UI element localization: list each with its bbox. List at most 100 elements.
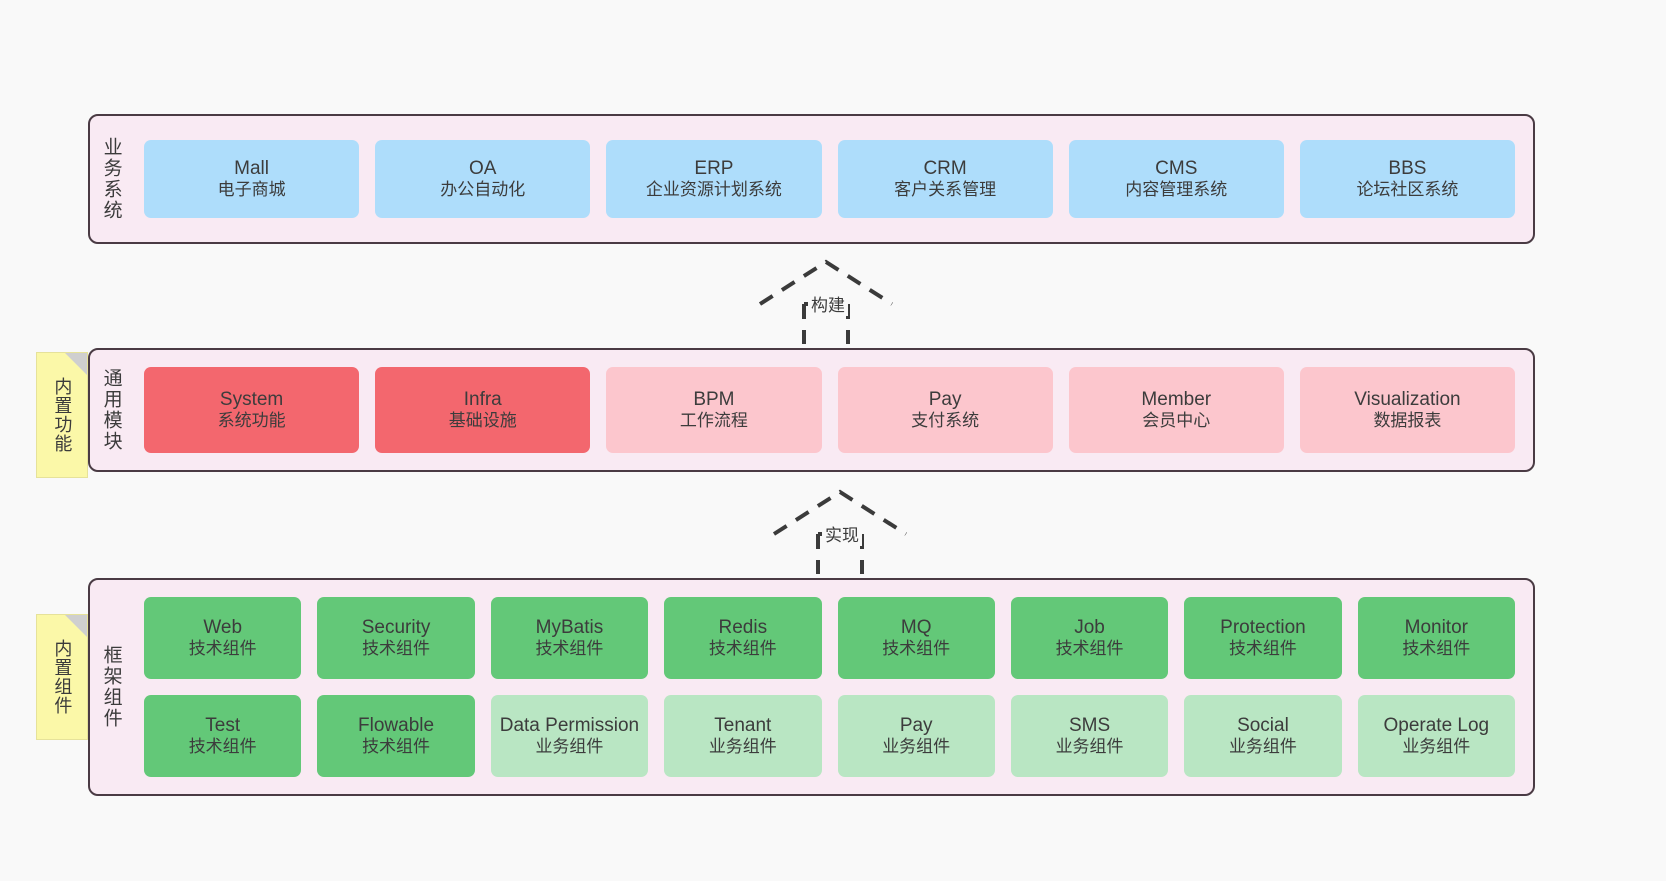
node-title: Pay [899, 715, 933, 737]
connector-implement-label: 实现 [822, 521, 862, 546]
module-node-bpm[interactable]: BPM 工作流程 [606, 367, 822, 453]
framework-node-row-2: Test 技术组件 Flowable 技术组件 Data Permission … [136, 695, 1523, 777]
layer-framework-components: 框架组件 Web 技术组件 Security 技术组件 MyBatis 技术组件 [88, 578, 1535, 796]
framework-node-tenant[interactable]: Tenant 业务组件 [664, 695, 822, 777]
node-title: Member [1141, 389, 1212, 411]
node-title: MQ [900, 617, 932, 639]
module-node-infra[interactable]: Infra 基础设施 [375, 367, 591, 453]
node-desc: 客户关系管理 [894, 180, 997, 200]
business-node-erp[interactable]: ERP 企业资源计划系统 [606, 140, 822, 218]
layer-body-framework-components: Web 技术组件 Security 技术组件 MyBatis 技术组件 Redi… [132, 580, 1533, 794]
layer-body-common-modules: System 系统功能 Infra 基础设施 BPM 工作流程 Pay 支付系统… [132, 350, 1533, 470]
node-desc: 业务组件 [1055, 737, 1124, 757]
framework-node-pay[interactable]: Pay 业务组件 [837, 695, 995, 777]
business-node-cms[interactable]: CMS 内容管理系统 [1068, 140, 1284, 218]
business-node-bbs[interactable]: BBS 论坛社区系统 [1299, 140, 1516, 218]
framework-node-mybatis[interactable]: MyBatis 技术组件 [490, 597, 649, 679]
node-title: System [219, 389, 284, 411]
node-title: Web [203, 617, 243, 639]
framework-node-monitor[interactable]: Monitor 技术组件 [1357, 597, 1515, 679]
node-title: Monitor [1404, 617, 1468, 639]
framework-node-security[interactable]: Security 技术组件 [317, 597, 475, 679]
node-desc: 业务组件 [1402, 737, 1471, 757]
layer-common-modules: 通用模块 System 系统功能 Infra 基础设施 BPM 工作流程 Pay… [88, 348, 1535, 472]
node-title: BPM [693, 389, 735, 411]
node-title: OA [469, 158, 497, 180]
sticky-fold-corner-icon [65, 353, 87, 375]
sticky-note-builtin-function: 内置功能 [36, 352, 88, 478]
generalization-arrowhead [758, 259, 894, 306]
business-node-mall[interactable]: Mall 电子商城 [144, 140, 360, 218]
node-title: Mall [234, 158, 269, 180]
node-desc: 数据报表 [1373, 411, 1442, 431]
node-desc: 业务组件 [882, 737, 951, 757]
node-title: Tenant [714, 715, 772, 737]
framework-node-operate-log[interactable]: Operate Log 业务组件 [1357, 695, 1515, 777]
node-desc: 技术组件 [535, 639, 604, 659]
node-title: Test [205, 715, 241, 737]
framework-node-mq[interactable]: MQ 技术组件 [837, 597, 995, 679]
generalization-arrowhead [772, 489, 908, 536]
framework-node-social[interactable]: Social 业务组件 [1184, 695, 1342, 777]
sticky-note-text: 内置组件 [52, 639, 73, 715]
node-desc: 基础设施 [448, 411, 517, 431]
node-desc: 业务组件 [535, 737, 604, 757]
node-title: Job [1074, 617, 1105, 639]
node-desc: 电子商城 [217, 180, 286, 200]
module-node-system[interactable]: System 系统功能 [144, 367, 360, 453]
module-node-pay[interactable]: Pay 支付系统 [837, 367, 1053, 453]
connector-build: 构建 [758, 258, 898, 344]
node-desc: 业务组件 [1228, 737, 1297, 757]
node-desc: 系统功能 [217, 411, 286, 431]
node-desc: 技术组件 [882, 639, 951, 659]
node-title: Protection [1220, 617, 1306, 639]
framework-node-data-permission[interactable]: Data Permission 业务组件 [490, 695, 649, 777]
module-node-visualization[interactable]: Visualization 数据报表 [1299, 367, 1516, 453]
node-desc: 技术组件 [188, 737, 257, 757]
node-desc: 工作流程 [679, 411, 748, 431]
node-title: CMS [1155, 158, 1198, 180]
node-title: Flowable [358, 715, 435, 737]
connector-build-label: 构建 [808, 291, 848, 316]
node-desc: 办公自动化 [440, 180, 526, 200]
node-desc: 企业资源计划系统 [645, 180, 782, 200]
node-title: Redis [718, 617, 768, 639]
node-desc: 业务组件 [708, 737, 777, 757]
framework-node-job[interactable]: Job 技术组件 [1010, 597, 1169, 679]
framework-node-test[interactable]: Test 技术组件 [144, 695, 302, 777]
sticky-note-text: 内置功能 [52, 377, 73, 453]
layer-title-business-system: 业务系统 [100, 137, 122, 221]
node-desc: 技术组件 [1055, 639, 1124, 659]
node-title: Security [361, 617, 431, 639]
node-title: BBS [1388, 158, 1427, 180]
framework-node-protection[interactable]: Protection 技术组件 [1184, 597, 1342, 679]
business-node-crm[interactable]: CRM 客户关系管理 [837, 140, 1053, 218]
layer-business-system: 业务系统 Mall 电子商城 OA 办公自动化 ERP 企业资源计划系统 CRM… [88, 114, 1535, 244]
layer-title-framework-components: 框架组件 [100, 645, 122, 729]
framework-node-row-1: Web 技术组件 Security 技术组件 MyBatis 技术组件 Redi… [136, 597, 1523, 679]
node-desc: 会员中心 [1142, 411, 1211, 431]
node-desc: 技术组件 [362, 639, 431, 659]
sticky-fold-corner-icon [65, 615, 87, 637]
node-title: Data Permission [499, 715, 640, 737]
framework-node-grid: Web 技术组件 Security 技术组件 MyBatis 技术组件 Redi… [136, 585, 1523, 789]
node-title: Pay [928, 389, 962, 411]
node-title: Operate Log [1383, 715, 1490, 737]
module-node-member[interactable]: Member 会员中心 [1068, 367, 1284, 453]
node-desc: 支付系统 [911, 411, 980, 431]
node-desc: 论坛社区系统 [1356, 180, 1459, 200]
node-title: Social [1237, 715, 1289, 737]
connector-implement: 实现 [772, 488, 912, 574]
framework-node-sms[interactable]: SMS 业务组件 [1010, 695, 1169, 777]
framework-node-redis[interactable]: Redis 技术组件 [664, 597, 822, 679]
node-title: MyBatis [535, 617, 604, 639]
framework-node-web[interactable]: Web 技术组件 [144, 597, 302, 679]
node-desc: 技术组件 [708, 639, 777, 659]
framework-node-flowable[interactable]: Flowable 技术组件 [317, 695, 475, 777]
module-node-row: System 系统功能 Infra 基础设施 BPM 工作流程 Pay 支付系统… [136, 367, 1523, 453]
business-node-oa[interactable]: OA 办公自动化 [375, 140, 591, 218]
node-title: Infra [463, 389, 502, 411]
node-title: CRM [923, 158, 967, 180]
layer-body-business-system: Mall 电子商城 OA 办公自动化 ERP 企业资源计划系统 CRM 客户关系… [132, 116, 1533, 242]
